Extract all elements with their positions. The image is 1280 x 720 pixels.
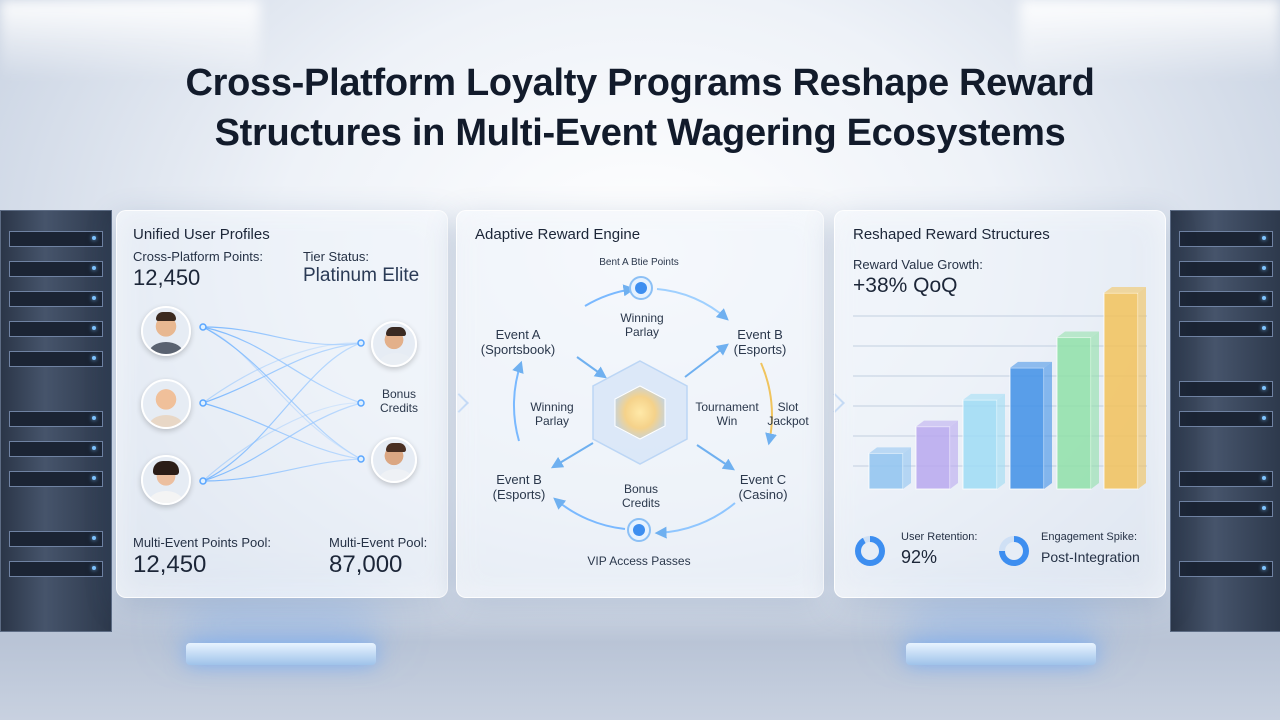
- user-avatar: [141, 379, 191, 429]
- growth-bar: [1056, 337, 1092, 490]
- user-avatar: [371, 437, 417, 483]
- vip-label: VIP Access Passes: [587, 554, 691, 568]
- hologram-pad-left: [186, 643, 376, 665]
- user-avatar: [371, 321, 417, 367]
- growth-bar: [868, 452, 904, 490]
- tier-value: Platinum Elite: [303, 265, 420, 286]
- retention-value: 92%: [901, 547, 938, 567]
- event-a-label: Event A (Sportsbook): [480, 327, 556, 357]
- growth-bar-top: [869, 447, 911, 454]
- growth-bar-side: [1091, 331, 1099, 489]
- growth-value: +38% QoQ: [853, 274, 958, 297]
- title-line-2: Structures in Multi-Event Wagering Ecosy…: [214, 112, 1066, 154]
- panel-title: Reshaped Reward Structures: [853, 226, 1050, 243]
- ceiling-light: [0, 0, 260, 80]
- winning-parlay-left: Winning Parlay: [530, 400, 574, 428]
- title-line-1: Cross-Platform Loyalty Programs Reshape …: [185, 62, 1095, 104]
- engagement-donut-icon: [999, 536, 1029, 566]
- growth-bar-graphic: [853, 287, 1147, 490]
- pool2-label: Multi-Event Pool:: [329, 535, 428, 550]
- user-connection-lines: [199, 323, 365, 485]
- engagement-label: Engagement Spike:: [1041, 531, 1138, 543]
- ceiling-light: [1020, 0, 1280, 80]
- page-title: Cross-Platform Loyalty Programs Reshape …: [0, 58, 1280, 158]
- retention-label: User Retention:: [901, 531, 978, 543]
- bonus-credits-label: Bonus Credits: [379, 387, 418, 415]
- hologram-pad-right: [906, 643, 1096, 665]
- event-b-right-label: Event B (Esports): [733, 327, 787, 357]
- growth-bar: [1009, 367, 1045, 490]
- panel-title: Unified User Profiles: [133, 226, 270, 243]
- pool-value: 12,450: [133, 551, 207, 578]
- growth-bar: [962, 399, 998, 490]
- user-avatar: [141, 306, 191, 356]
- unified-user-profiles-panel: Unified User Profiles Cross-Platform Poi…: [116, 210, 448, 598]
- points-value: 12,450: [133, 265, 201, 290]
- retention-donut-icon: [855, 536, 885, 566]
- bonus-credits-mid-label: Bonus Credits: [621, 482, 660, 510]
- user-avatar: [141, 455, 191, 505]
- panel-title: Adaptive Reward Engine: [475, 226, 641, 243]
- top-node-label: Bent A Btie Points: [599, 257, 679, 268]
- growth-bar-side: [997, 393, 1005, 489]
- event-b-left-label: Event B (Esports): [492, 472, 546, 502]
- growth-bar-top: [1104, 287, 1146, 293]
- slot-jackpot-label: Slot Jackpot: [767, 400, 809, 428]
- growth-bar-top: [916, 420, 958, 427]
- server-rack-right: [1170, 210, 1280, 632]
- growth-bar-side: [950, 420, 958, 489]
- tournament-win-label: Tournament Win: [695, 400, 759, 428]
- reshaped-reward-structures-panel: Reshaped Reward Structures Reward Value …: [834, 210, 1166, 598]
- growth-bar: [1103, 292, 1139, 490]
- growth-bar-side: [1138, 287, 1146, 489]
- growth-label: Reward Value Growth:: [853, 257, 983, 272]
- growth-bar-top: [963, 393, 1005, 400]
- growth-bar: [915, 426, 951, 490]
- growth-bar-side: [1044, 361, 1052, 489]
- pool-label: Multi-Event Points Pool:: [133, 535, 272, 550]
- engagement-value: Post-Integration: [1041, 549, 1140, 565]
- growth-bar-top: [1057, 331, 1099, 338]
- growth-bar-top: [1010, 361, 1052, 368]
- points-label: Cross-Platform Points:: [133, 249, 264, 264]
- pool2-value: 87,000: [329, 551, 403, 578]
- tier-label: Tier Status:: [303, 249, 369, 264]
- adaptive-reward-engine-panel: Adaptive Reward Engine: [456, 210, 824, 598]
- growth-bar-side: [903, 447, 911, 489]
- event-c-label: Event C (Casino): [738, 472, 788, 502]
- winning-parlay-top: Winning Parlay: [620, 311, 664, 339]
- server-rack-left: [0, 210, 112, 632]
- reward-cycle-diagram: [512, 276, 777, 542]
